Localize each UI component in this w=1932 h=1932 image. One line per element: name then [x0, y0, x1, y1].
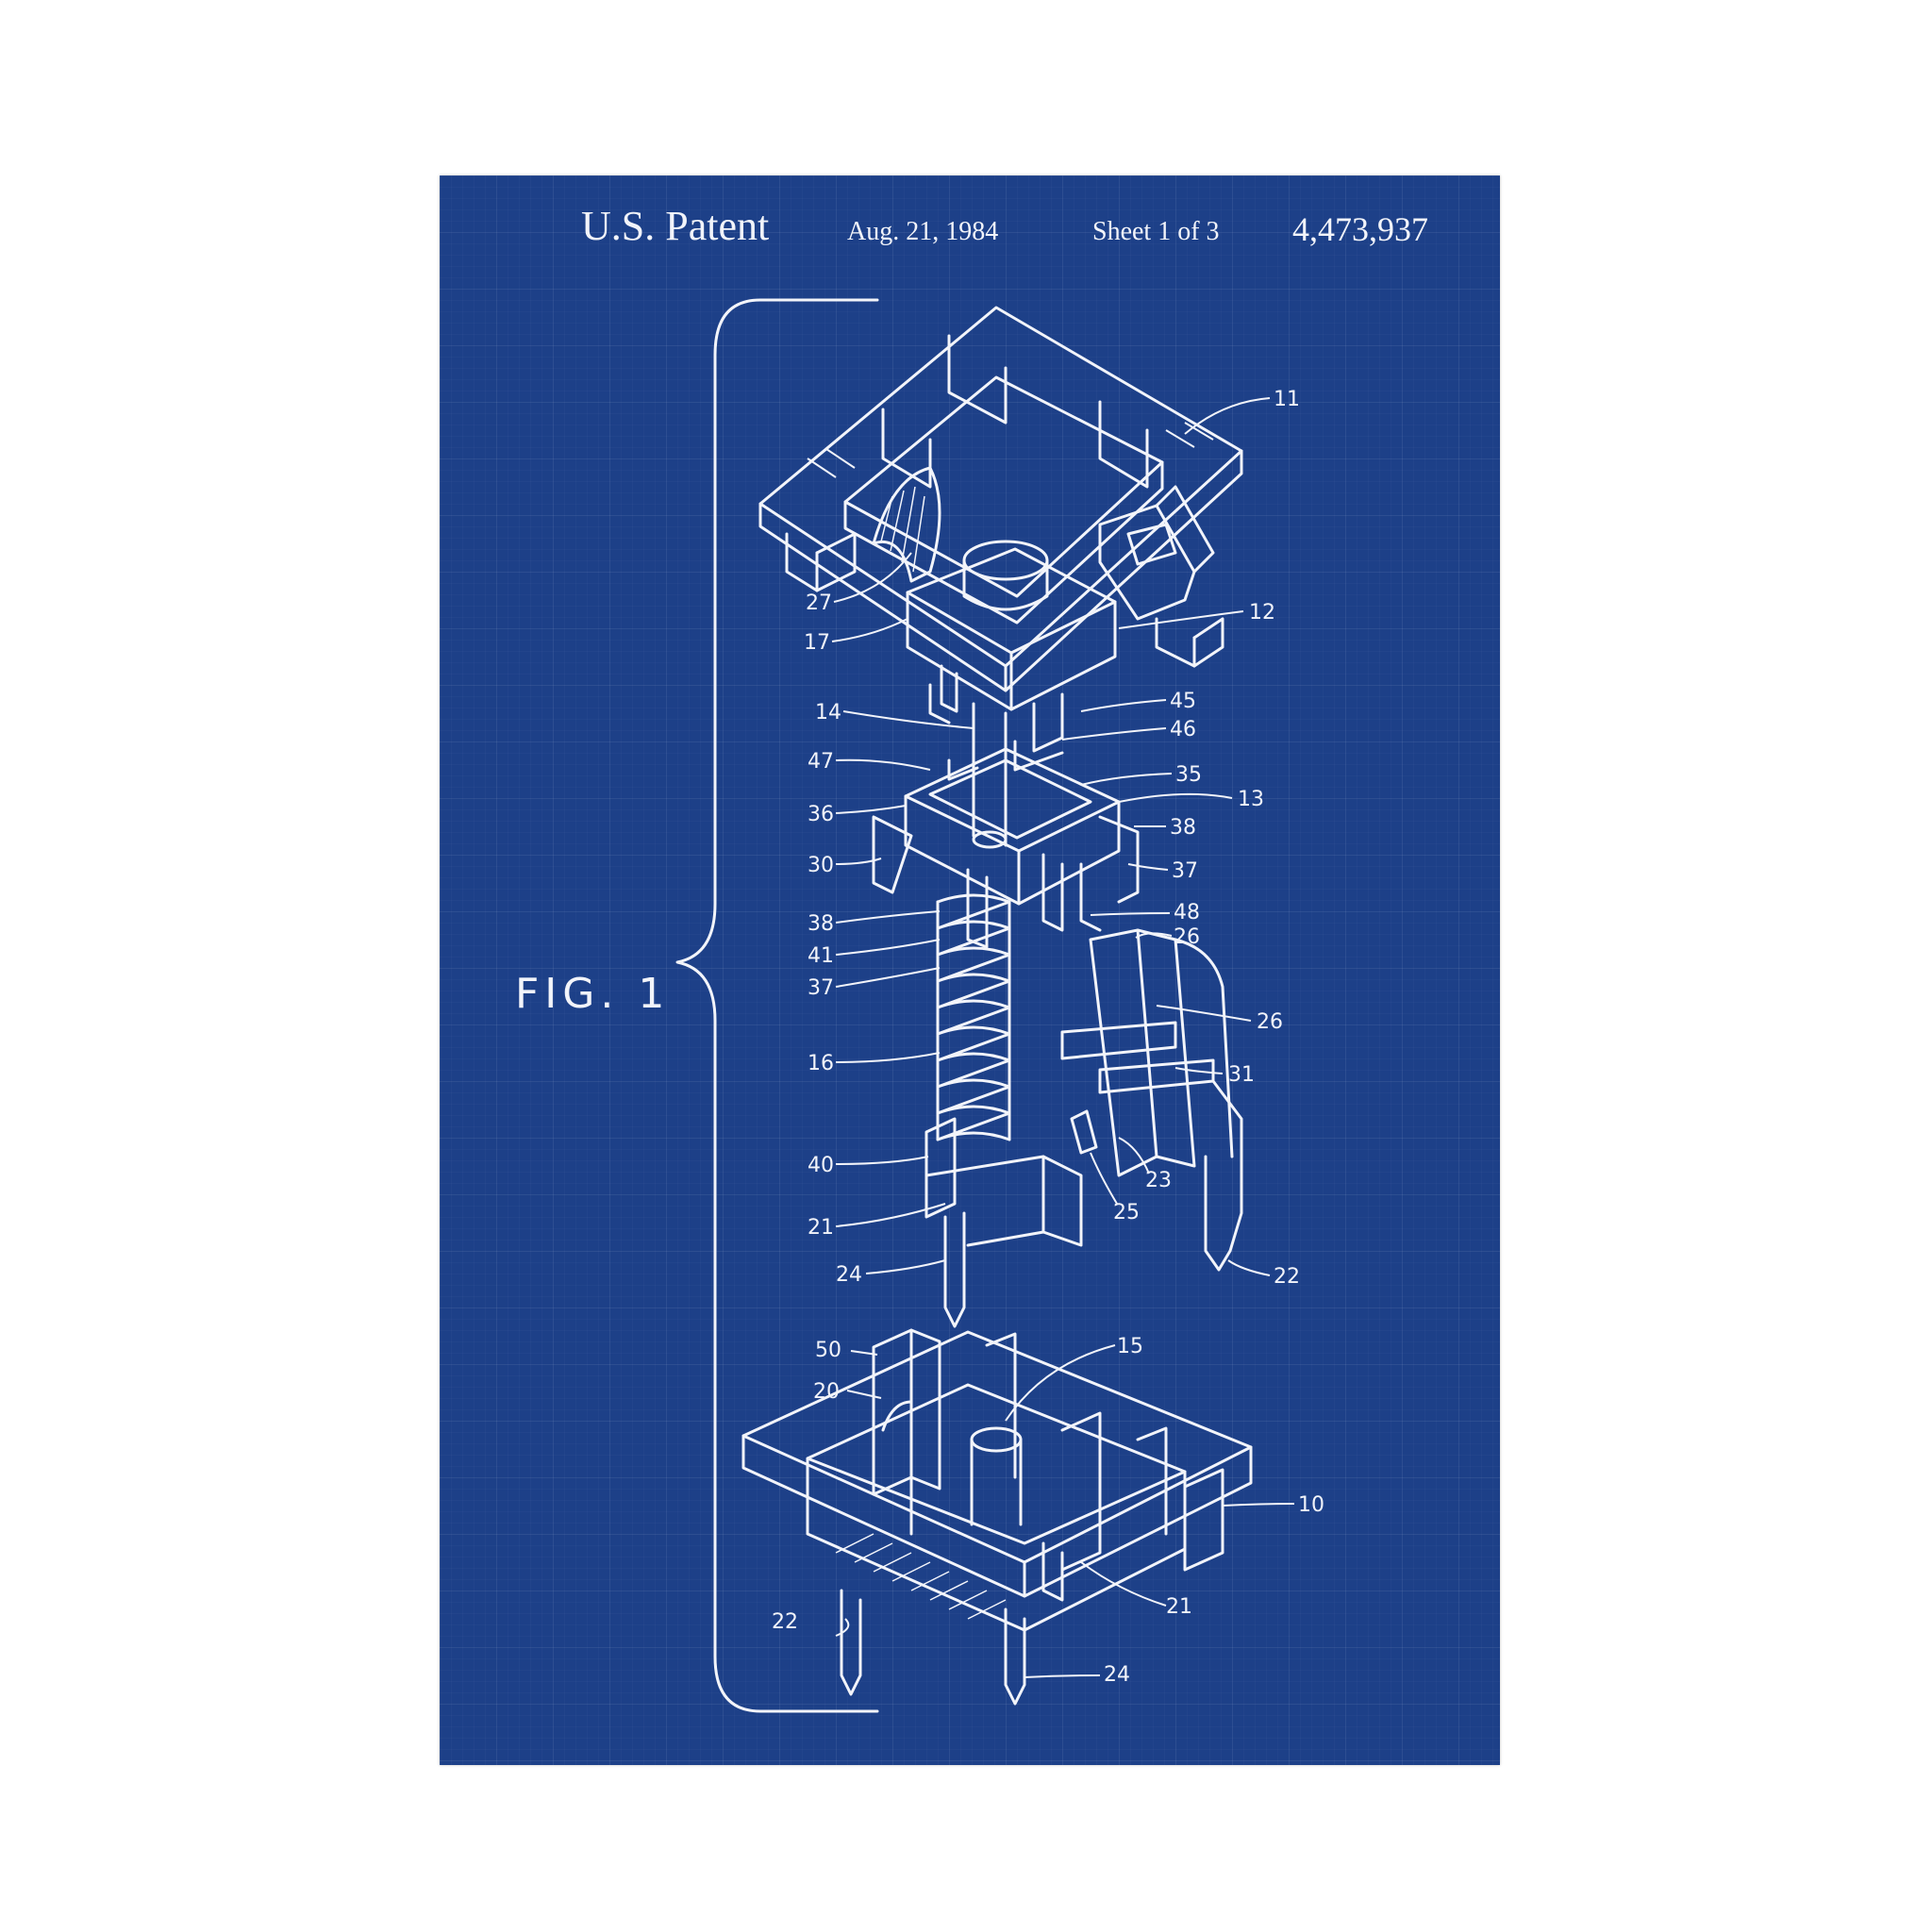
callout-26-lower: 26 — [1257, 1010, 1283, 1034]
callout-11: 11 — [1274, 388, 1300, 411]
callout-37-lower: 37 — [808, 976, 834, 1000]
callout-10: 10 — [1298, 1493, 1324, 1517]
fixed-contact-terminal — [924, 1109, 1098, 1328]
callout-24-lower: 24 — [1104, 1663, 1130, 1687]
blueprint-poster: U.S. Patent Aug. 21, 1984 Sheet 1 of 3 4… — [440, 175, 1500, 1765]
callout-45: 45 — [1170, 690, 1196, 713]
contact-leaf-spring — [1060, 928, 1243, 1272]
callout-40: 40 — [808, 1154, 834, 1177]
patent-number: 4,473,937 — [1292, 210, 1428, 248]
callout-20: 20 — [813, 1380, 840, 1404]
callout-27: 27 — [806, 591, 832, 615]
callout-21-upper: 21 — [808, 1216, 834, 1240]
base-housing — [741, 1328, 1253, 1706]
callout-17: 17 — [804, 631, 830, 655]
callout-35: 35 — [1175, 763, 1202, 787]
callout-36: 36 — [808, 803, 834, 826]
callout-21-lower: 21 — [1166, 1595, 1192, 1619]
callout-16: 16 — [808, 1052, 834, 1075]
top-housing — [758, 306, 1243, 692]
patent-title: U.S. Patent — [581, 203, 770, 249]
callout-23: 23 — [1145, 1169, 1172, 1192]
callout-41: 41 — [808, 944, 834, 968]
callout-22-upper: 22 — [1274, 1265, 1300, 1289]
figure-brace — [675, 298, 879, 1713]
slider-frame — [872, 747, 1140, 949]
callout-47: 47 — [808, 750, 834, 774]
figure-label: FIG. 1 — [515, 970, 671, 1018]
callout-38-lower: 38 — [808, 912, 834, 936]
spring — [936, 893, 1011, 1141]
callout-26-upper: 26 — [1174, 925, 1200, 949]
callout-30: 30 — [808, 854, 834, 877]
plunger — [906, 540, 1117, 849]
callout-48: 48 — [1174, 901, 1200, 924]
callout-25: 25 — [1113, 1201, 1140, 1224]
leader-lines — [831, 397, 1295, 1678]
callout-50: 50 — [815, 1339, 841, 1362]
callout-12: 12 — [1249, 601, 1275, 625]
callout-15: 15 — [1117, 1335, 1143, 1358]
callout-14: 14 — [815, 701, 841, 724]
callout-31: 31 — [1228, 1063, 1255, 1087]
exploded-switch-diagram: 11 27 17 12 14 45 46 47 35 13 36 38 30 3… — [675, 298, 1324, 1713]
callout-37-upper: 37 — [1172, 859, 1198, 883]
callout-38-upper: 38 — [1170, 816, 1196, 840]
callout-labels: 11 27 17 12 14 45 46 47 35 13 36 38 30 3… — [772, 388, 1324, 1687]
patent-date: Aug. 21, 1984 — [847, 217, 999, 246]
callout-13: 13 — [1238, 788, 1264, 811]
sheet-indicator: Sheet 1 of 3 — [1092, 217, 1220, 246]
callout-24-upper: 24 — [836, 1263, 862, 1287]
callout-22-lower: 22 — [772, 1610, 798, 1634]
callout-46: 46 — [1170, 718, 1196, 741]
